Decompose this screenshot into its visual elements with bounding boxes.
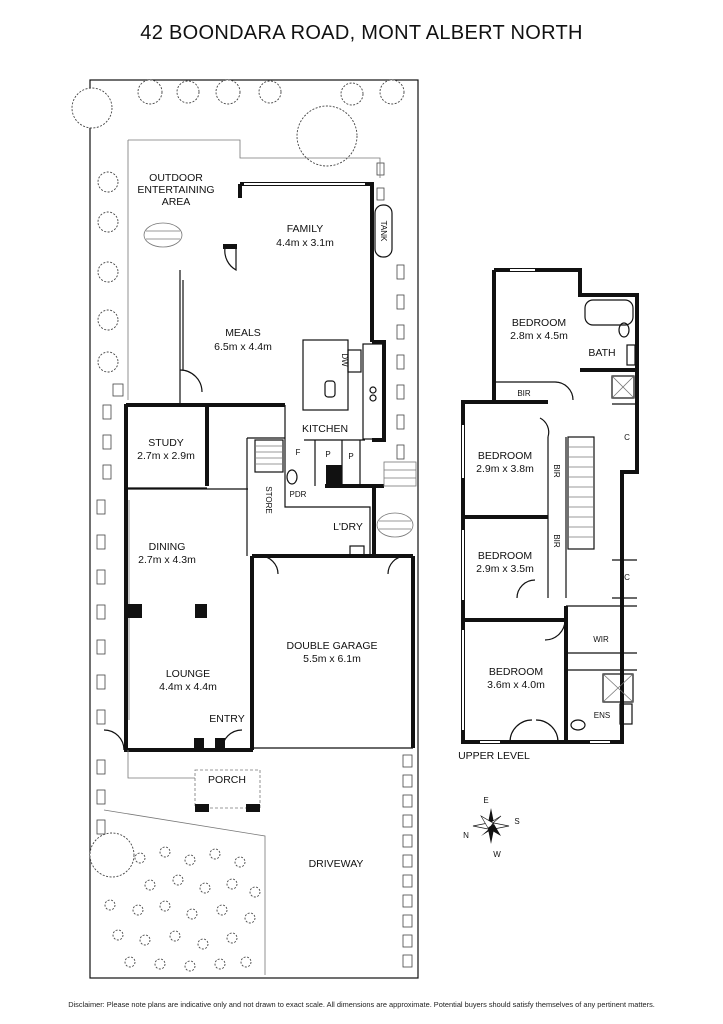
upper-bedroom4-name: BEDROOM bbox=[489, 666, 543, 678]
bir-label-2: BIR bbox=[552, 464, 561, 478]
plan-title: 42 BOONDARA ROAD, MONT ALBERT NORTH bbox=[140, 22, 583, 44]
property-boundary bbox=[89, 79, 419, 979]
ensuite-shower-icon bbox=[602, 673, 634, 703]
store-label: STORE bbox=[264, 486, 273, 513]
ground-walls bbox=[124, 403, 415, 752]
kitchen-island bbox=[302, 339, 349, 411]
meals-door bbox=[179, 369, 203, 393]
outdoor-label-2: ENTERTAINING bbox=[137, 184, 214, 196]
upper-bedroom3-size: 2.9m x 3.5m bbox=[476, 563, 534, 575]
disclaimer: Disclaimer: Please note plans are indica… bbox=[68, 1000, 655, 1009]
fridge-label: F bbox=[296, 448, 301, 457]
bath-label: BATH bbox=[588, 347, 615, 359]
compass-n-label: N bbox=[463, 831, 469, 840]
bathtub-icon bbox=[584, 299, 634, 326]
upper-bedroom3-name: BEDROOM bbox=[478, 550, 532, 562]
garage-size: 5.5m x 6.1m bbox=[303, 653, 361, 665]
driveway-pavers bbox=[402, 754, 413, 968]
water-tank bbox=[374, 204, 393, 258]
driveway-label: DRIVEWAY bbox=[309, 858, 364, 870]
bir-label-3: BIR bbox=[552, 534, 561, 548]
bir-label-1: BIR bbox=[517, 389, 531, 398]
upper-floor bbox=[461, 268, 639, 744]
cupboard-label-2: C bbox=[624, 573, 630, 582]
upper-bedroom2-name: BEDROOM bbox=[478, 450, 532, 462]
ens-label: ENS bbox=[594, 711, 610, 720]
compass-e-label: E bbox=[483, 796, 488, 805]
upper-bedroom1-name: BEDROOM bbox=[512, 317, 566, 329]
meals-name: MEALS bbox=[225, 327, 261, 339]
outdoor-label-3: AREA bbox=[162, 196, 191, 208]
upper-bedroom2-size: 2.9m x 3.8m bbox=[476, 463, 534, 475]
wir-label: WIR bbox=[593, 635, 609, 644]
study-size: 2.7m x 2.9m bbox=[137, 450, 195, 462]
pantry-label-2: P bbox=[348, 452, 353, 461]
garden-trees bbox=[71, 79, 405, 878]
laundry-label: L'DRY bbox=[333, 521, 363, 533]
dining-size: 2.7m x 4.3m bbox=[138, 554, 196, 566]
porch-label: PORCH bbox=[208, 774, 246, 786]
upper-walls bbox=[461, 268, 639, 744]
compass-s-label: S bbox=[514, 817, 519, 826]
upper-stairs bbox=[567, 436, 595, 550]
front-garden bbox=[104, 846, 261, 972]
lounge-name: LOUNGE bbox=[166, 668, 210, 680]
room-labels: OUTDOOR ENTERTAINING AREA FAMILY 4.4m x … bbox=[137, 172, 630, 870]
pantry-label-1: P bbox=[325, 450, 330, 459]
pdr-label: PDR bbox=[290, 490, 307, 499]
ground-stairs bbox=[254, 439, 284, 473]
study-name: STUDY bbox=[148, 437, 184, 449]
side-pavers-right bbox=[376, 162, 405, 460]
family-walls bbox=[240, 182, 374, 342]
garage-name: DOUBLE GARAGE bbox=[286, 640, 377, 652]
family-size: 4.4m x 3.1m bbox=[276, 237, 334, 249]
entry-label: ENTRY bbox=[209, 713, 244, 725]
kitchen-label: KITCHEN bbox=[302, 423, 348, 435]
outdoor-area-outline bbox=[128, 139, 381, 178]
meals-size: 6.5m x 4.4m bbox=[214, 341, 272, 353]
lounge-size: 4.4m x 4.4m bbox=[159, 681, 217, 693]
pdr-toilet-icon bbox=[286, 469, 298, 485]
kitchen-bench bbox=[362, 343, 384, 440]
bbq-brick-icon bbox=[143, 222, 183, 248]
compass-w-label: W bbox=[493, 850, 501, 859]
upper-bedroom4-size: 3.6m x 4.0m bbox=[487, 679, 545, 691]
porch-outline bbox=[194, 769, 261, 809]
tank-label: TANK bbox=[379, 221, 388, 242]
upper-level-label: UPPER LEVEL bbox=[458, 750, 530, 762]
side-pavers-left bbox=[96, 383, 124, 835]
cupboard-label-1: C bbox=[624, 433, 630, 442]
outdoor-label-1: OUTDOOR bbox=[149, 172, 203, 184]
family-name: FAMILY bbox=[287, 223, 324, 235]
compass-rose-icon bbox=[472, 808, 510, 844]
laundry-brick-icon bbox=[376, 512, 414, 538]
entry-door bbox=[221, 729, 243, 751]
driveway-edge bbox=[103, 809, 266, 975]
dw-label: DW bbox=[340, 353, 349, 367]
ground-floor bbox=[71, 79, 419, 979]
upper-bedroom1-size: 2.8m x 4.5m bbox=[510, 330, 568, 342]
dining-name: DINING bbox=[149, 541, 186, 553]
